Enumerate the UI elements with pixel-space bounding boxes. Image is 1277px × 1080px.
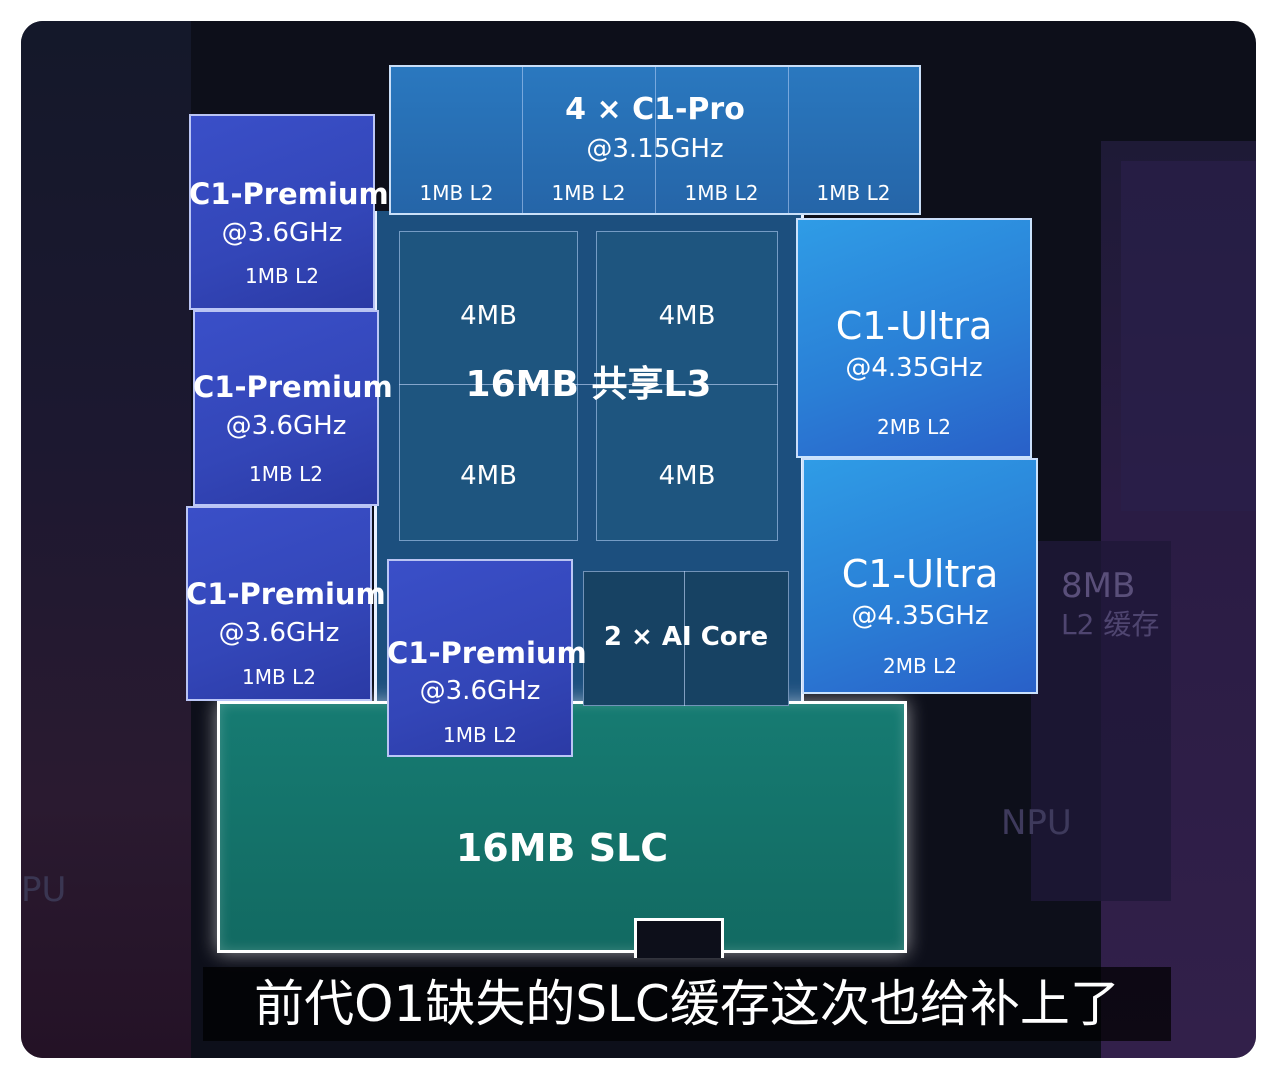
subtitle-caption: 前代O1缺失的SLC缓存这次也给补上了 [254, 975, 1120, 1033]
premium-core-name: C1-Premium [193, 370, 393, 404]
subtitle-background [203, 967, 1171, 1041]
l3-slice-label: 4MB [658, 301, 716, 331]
premium-core-name: C1-Premium [189, 177, 389, 211]
ai-core-label: 2 × AI Core [603, 622, 769, 652]
ai-core-divider [684, 571, 685, 706]
premium-core-l2: 1MB L2 [443, 723, 517, 747]
pro-l2-label: 1MB L2 [551, 181, 626, 205]
pro-cluster-freq: @3.15GHz [586, 134, 724, 164]
ultra-core-l2: 2MB L2 [877, 415, 951, 439]
die-background-block [1031, 541, 1171, 901]
l3-divider [399, 384, 778, 385]
premium-core-name: C1-Premium [387, 636, 587, 670]
bg-l2-cache-size: 8MB [1061, 566, 1136, 606]
pro-l2-label: 1MB L2 [816, 181, 891, 205]
ultra-core-freq: @4.35GHz [845, 353, 983, 383]
pro-divider [655, 67, 656, 213]
premium-core-l2: 1MB L2 [245, 264, 319, 288]
pro-divider [522, 67, 523, 213]
premium-core-l2: 1MB L2 [242, 665, 316, 689]
ai-core-block [583, 571, 789, 706]
pro-l2-label: 1MB L2 [684, 181, 759, 205]
pro-cluster-title: 4 × C1-Pro [565, 92, 745, 127]
l3-slice-label: 4MB [460, 301, 517, 331]
slide-frame: 8MB L2 缓存 NPU PU 16MB SLC 4MB 4MB 4MB 4M… [21, 21, 1256, 1058]
l3-slice-label: 4MB [460, 461, 517, 491]
slc-notch [634, 918, 724, 958]
bg-npu-label: NPU [1001, 803, 1072, 843]
premium-core [387, 559, 573, 757]
premium-core [193, 310, 379, 506]
l3-slice-label: 4MB [658, 461, 716, 491]
ultra-core-l2: 2MB L2 [883, 654, 957, 678]
bg-l2-cache-label: L2 缓存 [1061, 608, 1160, 641]
premium-core-freq: @3.6GHz [221, 218, 343, 248]
l3-left-column [399, 231, 578, 541]
ultra-core-name: C1-Ultra [841, 552, 999, 596]
ultra-core [802, 458, 1038, 694]
premium-core-freq: @3.6GHz [419, 676, 541, 706]
premium-core-l2: 1MB L2 [249, 462, 323, 486]
premium-core-name: C1-Premium [186, 577, 386, 611]
premium-core [186, 506, 372, 701]
l3-right-column [596, 231, 778, 541]
slc-label: 16MB SLC [455, 826, 669, 870]
die-background-left [21, 21, 191, 1058]
pro-divider [788, 67, 789, 213]
ultra-core-name: C1-Ultra [835, 304, 993, 348]
bg-left-label: PU [21, 870, 67, 910]
premium-core [189, 114, 375, 310]
premium-core-freq: @3.6GHz [218, 618, 340, 648]
pro-l2-label: 1MB L2 [419, 181, 494, 205]
ultra-core [796, 218, 1032, 458]
ultra-core-freq: @4.35GHz [851, 601, 989, 631]
l3-title: 16MB 共享L3 [465, 364, 712, 405]
die-background-block [1121, 161, 1256, 511]
premium-core-freq: @3.6GHz [225, 411, 347, 441]
